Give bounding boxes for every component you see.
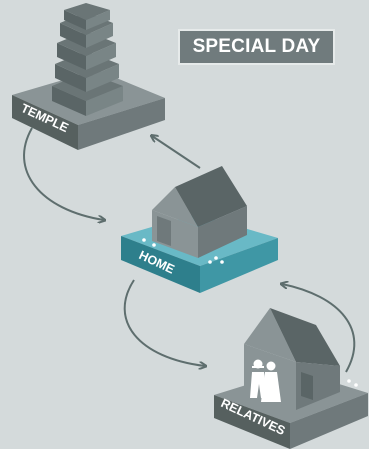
relatives-door <box>301 372 313 400</box>
home-dot <box>152 243 156 247</box>
relatives-dot <box>354 383 358 387</box>
relatives-house-icon <box>244 308 340 410</box>
home-dot <box>220 260 224 264</box>
home-node: HOME <box>121 166 278 293</box>
relatives-node: RELATIVES <box>214 308 368 449</box>
home-dot <box>142 238 146 242</box>
arrow-home-to-relatives <box>125 280 205 366</box>
home-dot <box>214 256 218 260</box>
home-dot <box>208 260 212 264</box>
temple-node: TEMPLE <box>12 3 165 150</box>
arrow-home-to-temple <box>152 136 200 168</box>
temple-tower-icon <box>52 3 123 116</box>
relatives-dot <box>347 379 351 383</box>
home-door <box>157 216 171 246</box>
